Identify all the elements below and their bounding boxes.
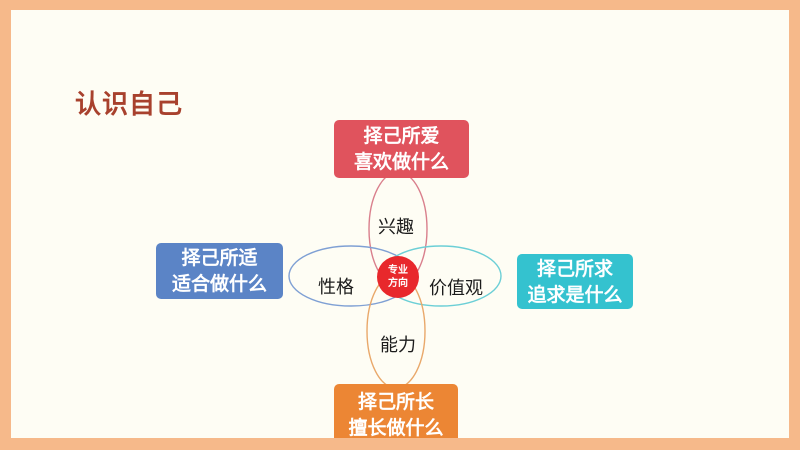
petal-label-personality: 性格	[318, 277, 354, 298]
center-line2: 方向	[388, 278, 408, 289]
center-line1: 专业	[388, 265, 408, 276]
petal-label-values: 价值观	[429, 278, 483, 299]
box-love-line1: 择己所爱	[363, 125, 440, 147]
box-pursue-line1: 择己所求	[536, 257, 613, 280]
petal-label-interest: 兴趣	[378, 217, 414, 238]
box-fit-line1: 择己所适	[181, 247, 258, 269]
box-fit-line2: 适合做什么	[171, 273, 267, 295]
box-fit: 择己所适 适合做什么	[156, 243, 283, 299]
box-strength: 择己所长 擅长做什么	[334, 384, 458, 438]
box-strength-line2: 擅长做什么	[348, 417, 444, 438]
slide: 认识自己 择己所爱 喜欢做什么 择己所适 适合做什么 择己所求 追求是什么 择己…	[11, 10, 789, 438]
box-pursue: 择己所求 追求是什么	[517, 254, 633, 309]
petal-label-ability: 能力	[380, 335, 416, 356]
box-pursue-line2: 追求是什么	[527, 283, 623, 306]
box-love: 择己所爱 喜欢做什么	[334, 120, 469, 178]
page-title: 认识自己	[75, 90, 184, 120]
box-strength-line1: 择己所长	[357, 391, 434, 413]
center-circle: 专业 方向	[377, 256, 419, 298]
box-love-line2: 喜欢做什么	[353, 151, 449, 173]
